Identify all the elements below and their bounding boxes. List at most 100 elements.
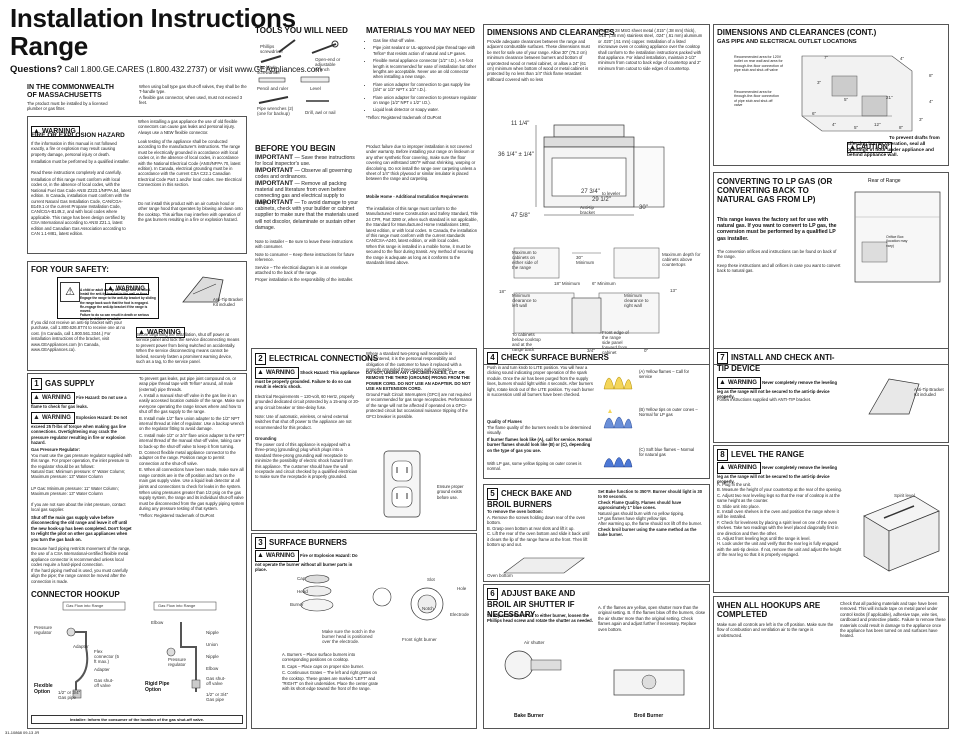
hookup-part: Nipple bbox=[206, 654, 219, 659]
gas-step-note: When using pressures greater than 1/2 ps… bbox=[139, 489, 245, 512]
step3-warn: ▲WARNING Fire or Explosion Hazard: Do no… bbox=[255, 550, 358, 573]
hookup-part: Pressure regulator bbox=[168, 657, 187, 667]
dims2-label: Recommended area for 120V outlet on rear… bbox=[734, 55, 783, 73]
lp-gas: LP Gas: Minimum pressure: 11" Water Colu… bbox=[31, 486, 119, 497]
remove-head: To remove the oven bottom: bbox=[487, 509, 543, 514]
step4-bold: If burner flames look like (A), call for… bbox=[487, 437, 592, 453]
step6-text: To adjust the flow of air to either burn… bbox=[487, 613, 593, 624]
tools-heading: TOOLS YOU WILL NEED bbox=[255, 26, 348, 35]
dims2-sub: GAS PIPE AND ELECTRICAL OUTLET LOCATIONS bbox=[717, 39, 857, 45]
tip-bullet: Failure to do so can result in death or … bbox=[80, 313, 150, 322]
burner-label: Head bbox=[297, 589, 308, 594]
pipe-wrench-icon bbox=[258, 96, 289, 104]
dims2-label: Recommended area for through-the-floor c… bbox=[734, 90, 779, 108]
step4-lp: With LP gas, some yellow tipping on oute… bbox=[487, 461, 582, 472]
tool-label: Phillips screwdriver bbox=[260, 44, 284, 54]
warning-badge: ▲WARNING bbox=[255, 550, 299, 562]
pressure-text: You must use the gas pressure regulator … bbox=[31, 453, 132, 469]
step-number: 8 bbox=[717, 449, 728, 461]
level-step: H. Look under the unit and verify that t… bbox=[717, 541, 842, 558]
hookup-part: Adapter bbox=[73, 644, 89, 649]
pencil-ruler-icon bbox=[258, 77, 286, 83]
step7-warn: ▲WARNING Never completely remove the lev… bbox=[717, 377, 838, 400]
warning-icon: ▲ bbox=[33, 414, 40, 421]
warning-badge: ▲WARNING bbox=[717, 377, 761, 389]
connector-hookup-diagram bbox=[62, 601, 217, 699]
pipe-dim: 5" bbox=[844, 97, 849, 102]
important-1: IMPORTANT — Save these instructions for … bbox=[255, 154, 355, 168]
step1-list: A. Install a manual shut-off valve in th… bbox=[139, 393, 245, 518]
material-item: Pipe joint sealant or UL-approved pipe t… bbox=[373, 45, 478, 56]
gas-step: C. Install male 1/2" or 3/4" flare union… bbox=[139, 432, 245, 449]
step1-col2: To prevent gas leaks, put pipe joint com… bbox=[139, 376, 237, 392]
clear-label: 13" bbox=[670, 288, 677, 293]
before-text: Before beginning the installation, shut … bbox=[136, 332, 240, 365]
clear-label: Minimum clearance to left wall bbox=[512, 293, 537, 308]
step1-warn2: ▲WARNING Explosion Hazard: Do not exceed… bbox=[31, 412, 128, 446]
broil-burner-label: Broil Burner bbox=[634, 713, 664, 719]
tool-label: Level bbox=[310, 86, 321, 91]
dims-text-2: than No. 28 MSG sheet metal (.015" (.38 … bbox=[598, 28, 703, 71]
orifice-label: Orifice Box (location may vary) bbox=[886, 235, 908, 248]
before-col2: Product failure due to improper installa… bbox=[366, 144, 476, 182]
pipe-dim: 6" bbox=[812, 111, 817, 116]
bake-burner-label: Bake Burner bbox=[514, 713, 544, 719]
warning-badge: ▲WARNING bbox=[31, 126, 80, 137]
dim-measure: 36 1/4" ± 1/4" bbox=[498, 152, 534, 158]
elec-note: Note: Use of automatic, wireless, or wir… bbox=[255, 414, 352, 430]
grounding-head: Grounding bbox=[255, 436, 277, 441]
massachusetts-box: IN THE COMMONWEALTH OF MASSACHUSETTS The… bbox=[27, 84, 247, 111]
bake-bullet: After warming up, the flame should not l… bbox=[598, 521, 702, 527]
lp-p2: Keep these instructions and all orifices… bbox=[717, 263, 841, 274]
burner-label: Make sure the notch in the burner head i… bbox=[322, 629, 376, 644]
tool-label: Flat-blade screwdriver bbox=[257, 65, 281, 75]
dim-measure: 11 1/4" bbox=[511, 121, 530, 127]
dim-measure: 47 5/8" bbox=[511, 213, 530, 219]
materials-section: MATERIALS YOU MAY NEED Gas line shut-off… bbox=[366, 26, 478, 146]
hookup-part: Gas shut-off valve bbox=[94, 678, 114, 688]
step2-heading: ELECTRICAL CONNECTIONS bbox=[269, 354, 379, 363]
before-section: BEFORE YOU BEGIN IMPORTANT — Save these … bbox=[255, 144, 480, 354]
clear-label: 6" Minimum bbox=[592, 281, 616, 286]
step8-warn: ▲WARNING Never completely remove the lev… bbox=[717, 462, 838, 485]
step-number: 6 bbox=[487, 588, 498, 600]
important-2: IMPORTANT — Observe all governing codes … bbox=[255, 167, 352, 181]
warning-icon: ▲ bbox=[257, 369, 264, 376]
outlet-icon bbox=[383, 450, 421, 518]
pipe-dim: 4" bbox=[929, 99, 934, 104]
dim-measure: to leveler bbox=[602, 191, 621, 196]
pressure-head: Gas Pressure Regulator: bbox=[31, 447, 81, 452]
step1-warn1: ▲WARNING Fire Hazard: Do not use a flame… bbox=[31, 392, 127, 409]
warning-badge: ▲WARNING bbox=[255, 367, 299, 379]
gas-step: E. When all connections have been made, … bbox=[139, 467, 244, 489]
mass-bullet: When using ball type gas shut-off valves… bbox=[139, 84, 247, 95]
lp-panel: CONVERTING TO LP GAS (OR CONVERTING BACK… bbox=[713, 172, 949, 365]
material-item: Flare union adapter for connection to ga… bbox=[373, 82, 478, 93]
hookup-part: Gas shut-off valve bbox=[206, 676, 226, 686]
level-step: D. Slide unit into place. bbox=[717, 503, 760, 509]
note-installer: Note to installer – Be sure to leave the… bbox=[255, 239, 353, 250]
step5-heading: CHECK BAKE AND BROIL BURNERS bbox=[487, 489, 572, 509]
warning-icon: ▲ bbox=[257, 552, 264, 559]
fire-p2: Installation must be performed by a qual… bbox=[31, 159, 130, 164]
fire-p4: Installation of this range must conform … bbox=[31, 177, 131, 237]
step6-heading: ADJUST BAKE AND BROIL AIR SHUTTER IF NEC… bbox=[487, 589, 576, 619]
caution-icon: ▲ bbox=[849, 144, 856, 151]
dims-heading: DIMENSIONS AND CLEARANCES bbox=[487, 28, 615, 37]
hookup-part: Union bbox=[206, 642, 218, 647]
level-step: A. Plug in the unit. bbox=[717, 482, 751, 487]
material-item: Flexible metal appliance connector (1/2"… bbox=[373, 58, 478, 80]
burner-step: B. Caps – Place caps on proper size burn… bbox=[282, 663, 364, 669]
warning-badge: ▲WARNING bbox=[105, 283, 149, 295]
warning-badge: ▲WARNING bbox=[717, 462, 761, 474]
hookup-part: 1/2" or 3/4" Gas pipe bbox=[58, 690, 81, 700]
bake-bullet: Check Flame Quality. Flames should have … bbox=[598, 499, 682, 511]
service-note: Service – The electrical diagram is in a… bbox=[255, 265, 348, 276]
mass-heading: IN THE COMMONWEALTH OF MASSACHUSETTS bbox=[27, 84, 114, 99]
outlet-label: Ensure proper ground exists before use. bbox=[437, 484, 464, 500]
rear-label: Rear of Range bbox=[868, 178, 901, 184]
step3-heading: SURFACE BURNERS bbox=[269, 538, 347, 547]
caution-badge: ▲CAUTION bbox=[847, 142, 892, 153]
